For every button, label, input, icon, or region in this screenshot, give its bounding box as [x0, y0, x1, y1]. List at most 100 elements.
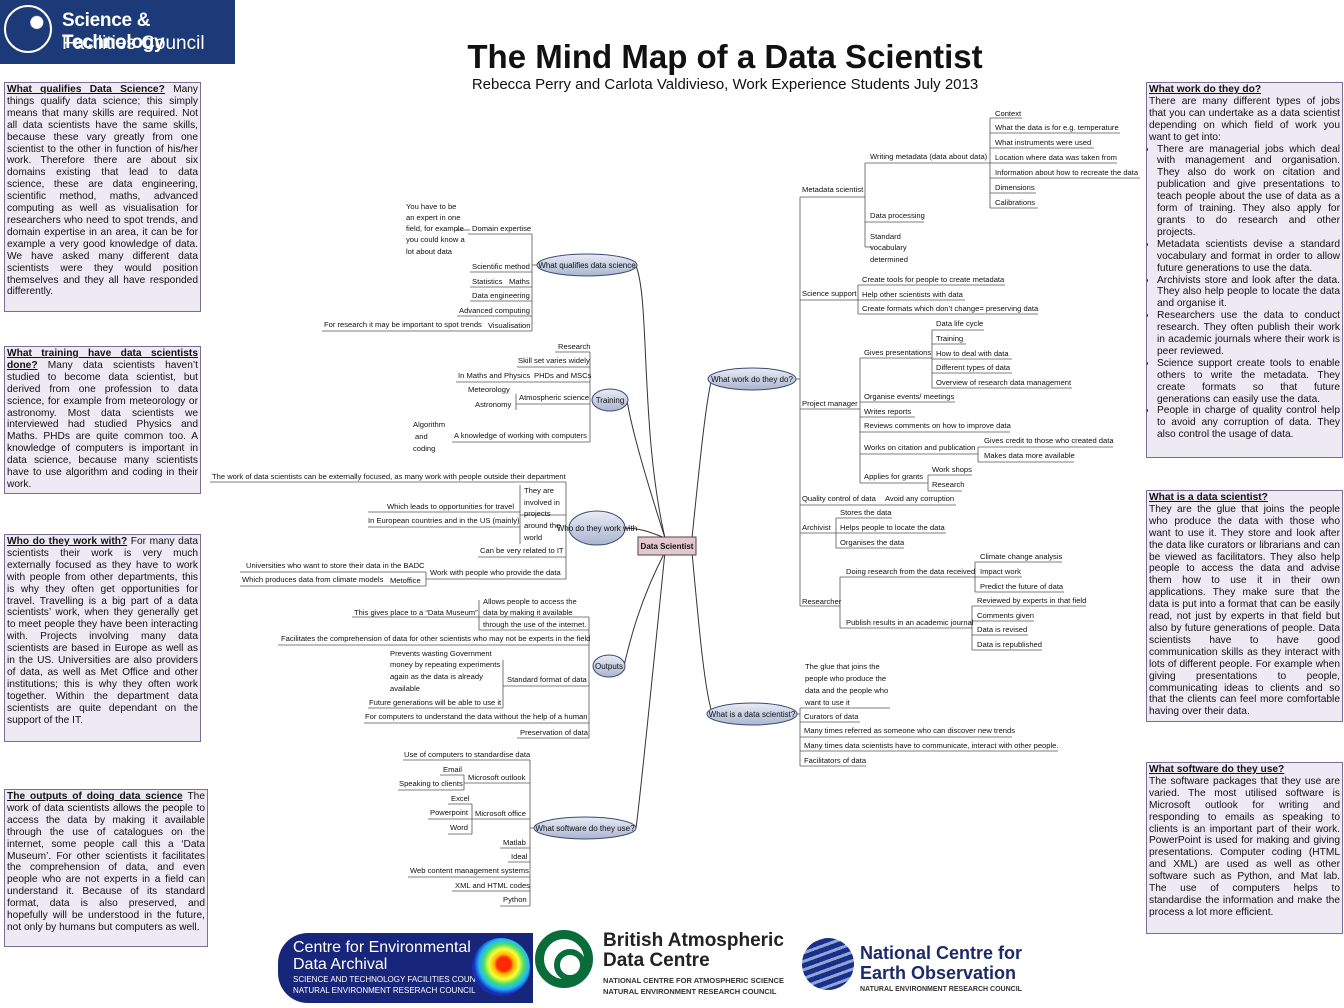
branch-qualifies: You have to be an expert in one field, f… — [322, 202, 537, 332]
nceo-line1: National Centre for — [860, 943, 1023, 963]
map-label: Stores the data — [840, 508, 892, 517]
oval-software: What software do they use? — [533, 816, 637, 840]
page-title: The Mind Map of a Data Scientist — [467, 38, 983, 75]
map-label: Helps people to locate the data — [840, 523, 945, 532]
map-label: Word — [450, 823, 468, 832]
ceda-line1: Centre for Environmental — [293, 939, 471, 956]
map-label: again as the data is already — [390, 672, 483, 681]
list-item: Archivists store and look after the data… — [1157, 275, 1340, 311]
map-label: Standard format of data — [507, 675, 588, 684]
box-heading: What software do they use? — [1149, 764, 1285, 775]
box-heading: What is a data scientist? — [1149, 492, 1268, 503]
badc-line1: British Atmospheric — [603, 930, 784, 951]
map-label: Calibrations — [995, 198, 1035, 207]
work-labels: Metadata scientist Writing metadata (dat… — [802, 109, 1139, 503]
map-label: Curators of data — [804, 712, 859, 721]
map-label: Makes data more available — [984, 451, 1075, 460]
map-label: Data processing — [870, 211, 925, 220]
box-body: The software packages that they use are … — [1149, 775, 1340, 918]
map-label: In Maths and Physics — [458, 371, 530, 380]
map-label: coding — [413, 444, 435, 453]
map-label: Preservation of data — [520, 728, 589, 737]
map-label: Use of computers to standardise data — [404, 750, 531, 759]
map-label: lot about data — [406, 247, 453, 256]
map-label: data by making it available — [483, 608, 573, 617]
map-label: Research — [932, 480, 965, 489]
map-label: Can be very related to IT — [480, 546, 564, 555]
map-label: Metoffice — [390, 576, 421, 585]
map-label: How to deal with data — [936, 349, 1009, 358]
box-qualifies: What qualifies Data Science? Many things… — [4, 82, 201, 312]
map-label: projects — [524, 509, 551, 518]
oval-whatis: What is a data scientist? — [706, 702, 798, 726]
map-label: Researcher — [802, 597, 842, 606]
map-label: What is a data scientist? — [709, 710, 796, 719]
map-label: Create formats which don’t change= prese… — [862, 304, 1039, 313]
map-label: Which leads to opportunities for travel — [387, 502, 514, 511]
map-label: Facilitators of data — [804, 756, 867, 765]
map-label: Archivist — [802, 523, 832, 532]
map-label: through the use of the internet. — [483, 620, 586, 629]
map-label: XML and HTML codes — [455, 881, 530, 890]
map-label: Predict the future of data — [980, 582, 1064, 591]
map-label: You have to be — [406, 202, 456, 211]
map-label: In European countries and in the US (mai… — [368, 516, 520, 525]
map-label: Location where data was taken from — [995, 153, 1117, 162]
map-label: Outputs — [595, 662, 623, 671]
map-label: Help other scientists with data — [862, 290, 964, 299]
map-label: Visualisation — [488, 321, 531, 330]
ceda-line2: Data Archival — [293, 956, 388, 973]
map-label: Astronomy — [475, 400, 511, 409]
map-label: Which produces data from climate models — [242, 575, 384, 584]
map-label: Reviewed by experts in that field — [977, 596, 1086, 605]
box-heading: What training have data scientists done? — [7, 348, 198, 371]
map-label: Data engineering — [472, 291, 530, 300]
map-label: Advanced computing — [459, 306, 530, 315]
map-label: Climate change analysis — [980, 552, 1063, 561]
box-bullets: There are managerial jobs which deal wit… — [1149, 144, 1340, 442]
map-label: Work shops — [932, 465, 972, 474]
map-label: Comments given — [977, 611, 1034, 620]
stfc-logo: Science & Technology Facilities Council — [0, 0, 235, 64]
map-label: Powerpoint — [430, 808, 469, 817]
map-label: Many times data scientists have to commu… — [804, 741, 1059, 750]
map-label: Organises the data — [840, 538, 905, 547]
list-item: Researchers use the data to conduct rese… — [1157, 310, 1340, 358]
map-label: Training — [596, 396, 625, 405]
hub-connectors — [623, 265, 713, 829]
map-label: The work of data scientists can be exter… — [212, 472, 567, 481]
map-label: What work do they do? — [711, 375, 793, 384]
map-label: Impact work — [980, 567, 1021, 576]
page-subtitle: Rebecca Perry and Carlota Valdivieso, Wo… — [471, 76, 979, 93]
map-label: They are — [524, 486, 554, 495]
map-label: Python — [503, 895, 527, 904]
badc-line3: NATIONAL CENTRE FOR ATMOSPHERIC SCIENCE — [603, 976, 784, 985]
map-label: Different types of data — [936, 363, 1011, 372]
box-software: What software do they use? The software … — [1146, 762, 1343, 934]
map-label: Data is revised — [977, 625, 1027, 634]
map-label: PHDs and MSCs — [534, 371, 592, 380]
map-label: Organise events/ meetings — [864, 392, 955, 401]
box-training: What training have data scientists done?… — [4, 346, 201, 494]
map-label: vocabulary — [870, 243, 907, 252]
ceda-line3: SCIENCE AND TECHNOLOGY FACILITIES COUNCI… — [293, 975, 488, 984]
map-label: Universities who want to store their dat… — [246, 561, 425, 570]
map-label: Applies for grants — [864, 472, 923, 481]
map-label: What software do they use? — [535, 824, 635, 833]
map-label: you could know a — [406, 235, 465, 244]
map-label: Allows people to access the — [483, 597, 577, 606]
map-label: Statistics — [472, 277, 503, 286]
map-label: Doing research from the data received — [846, 567, 975, 576]
map-label: Data is republished — [977, 640, 1042, 649]
nceo-globe-icon — [802, 938, 854, 990]
map-label: Gives credit to those who created data — [984, 436, 1114, 445]
box-work: What work do they do? There are many dif… — [1146, 82, 1343, 458]
map-label: Future generations will be able to use i… — [369, 698, 502, 707]
map-label: Maths — [509, 277, 530, 286]
box-body: They are the glue that joins the people … — [1149, 503, 1340, 718]
map-label: Information about how to recreate the da… — [995, 168, 1139, 177]
branch-software: Use of computers to standardise data Ema… — [398, 750, 534, 907]
map-label: Context — [995, 109, 1022, 118]
nceo-line3: NATURAL ENVIRONMENT RESEARCH COUNCIL — [860, 986, 1022, 993]
